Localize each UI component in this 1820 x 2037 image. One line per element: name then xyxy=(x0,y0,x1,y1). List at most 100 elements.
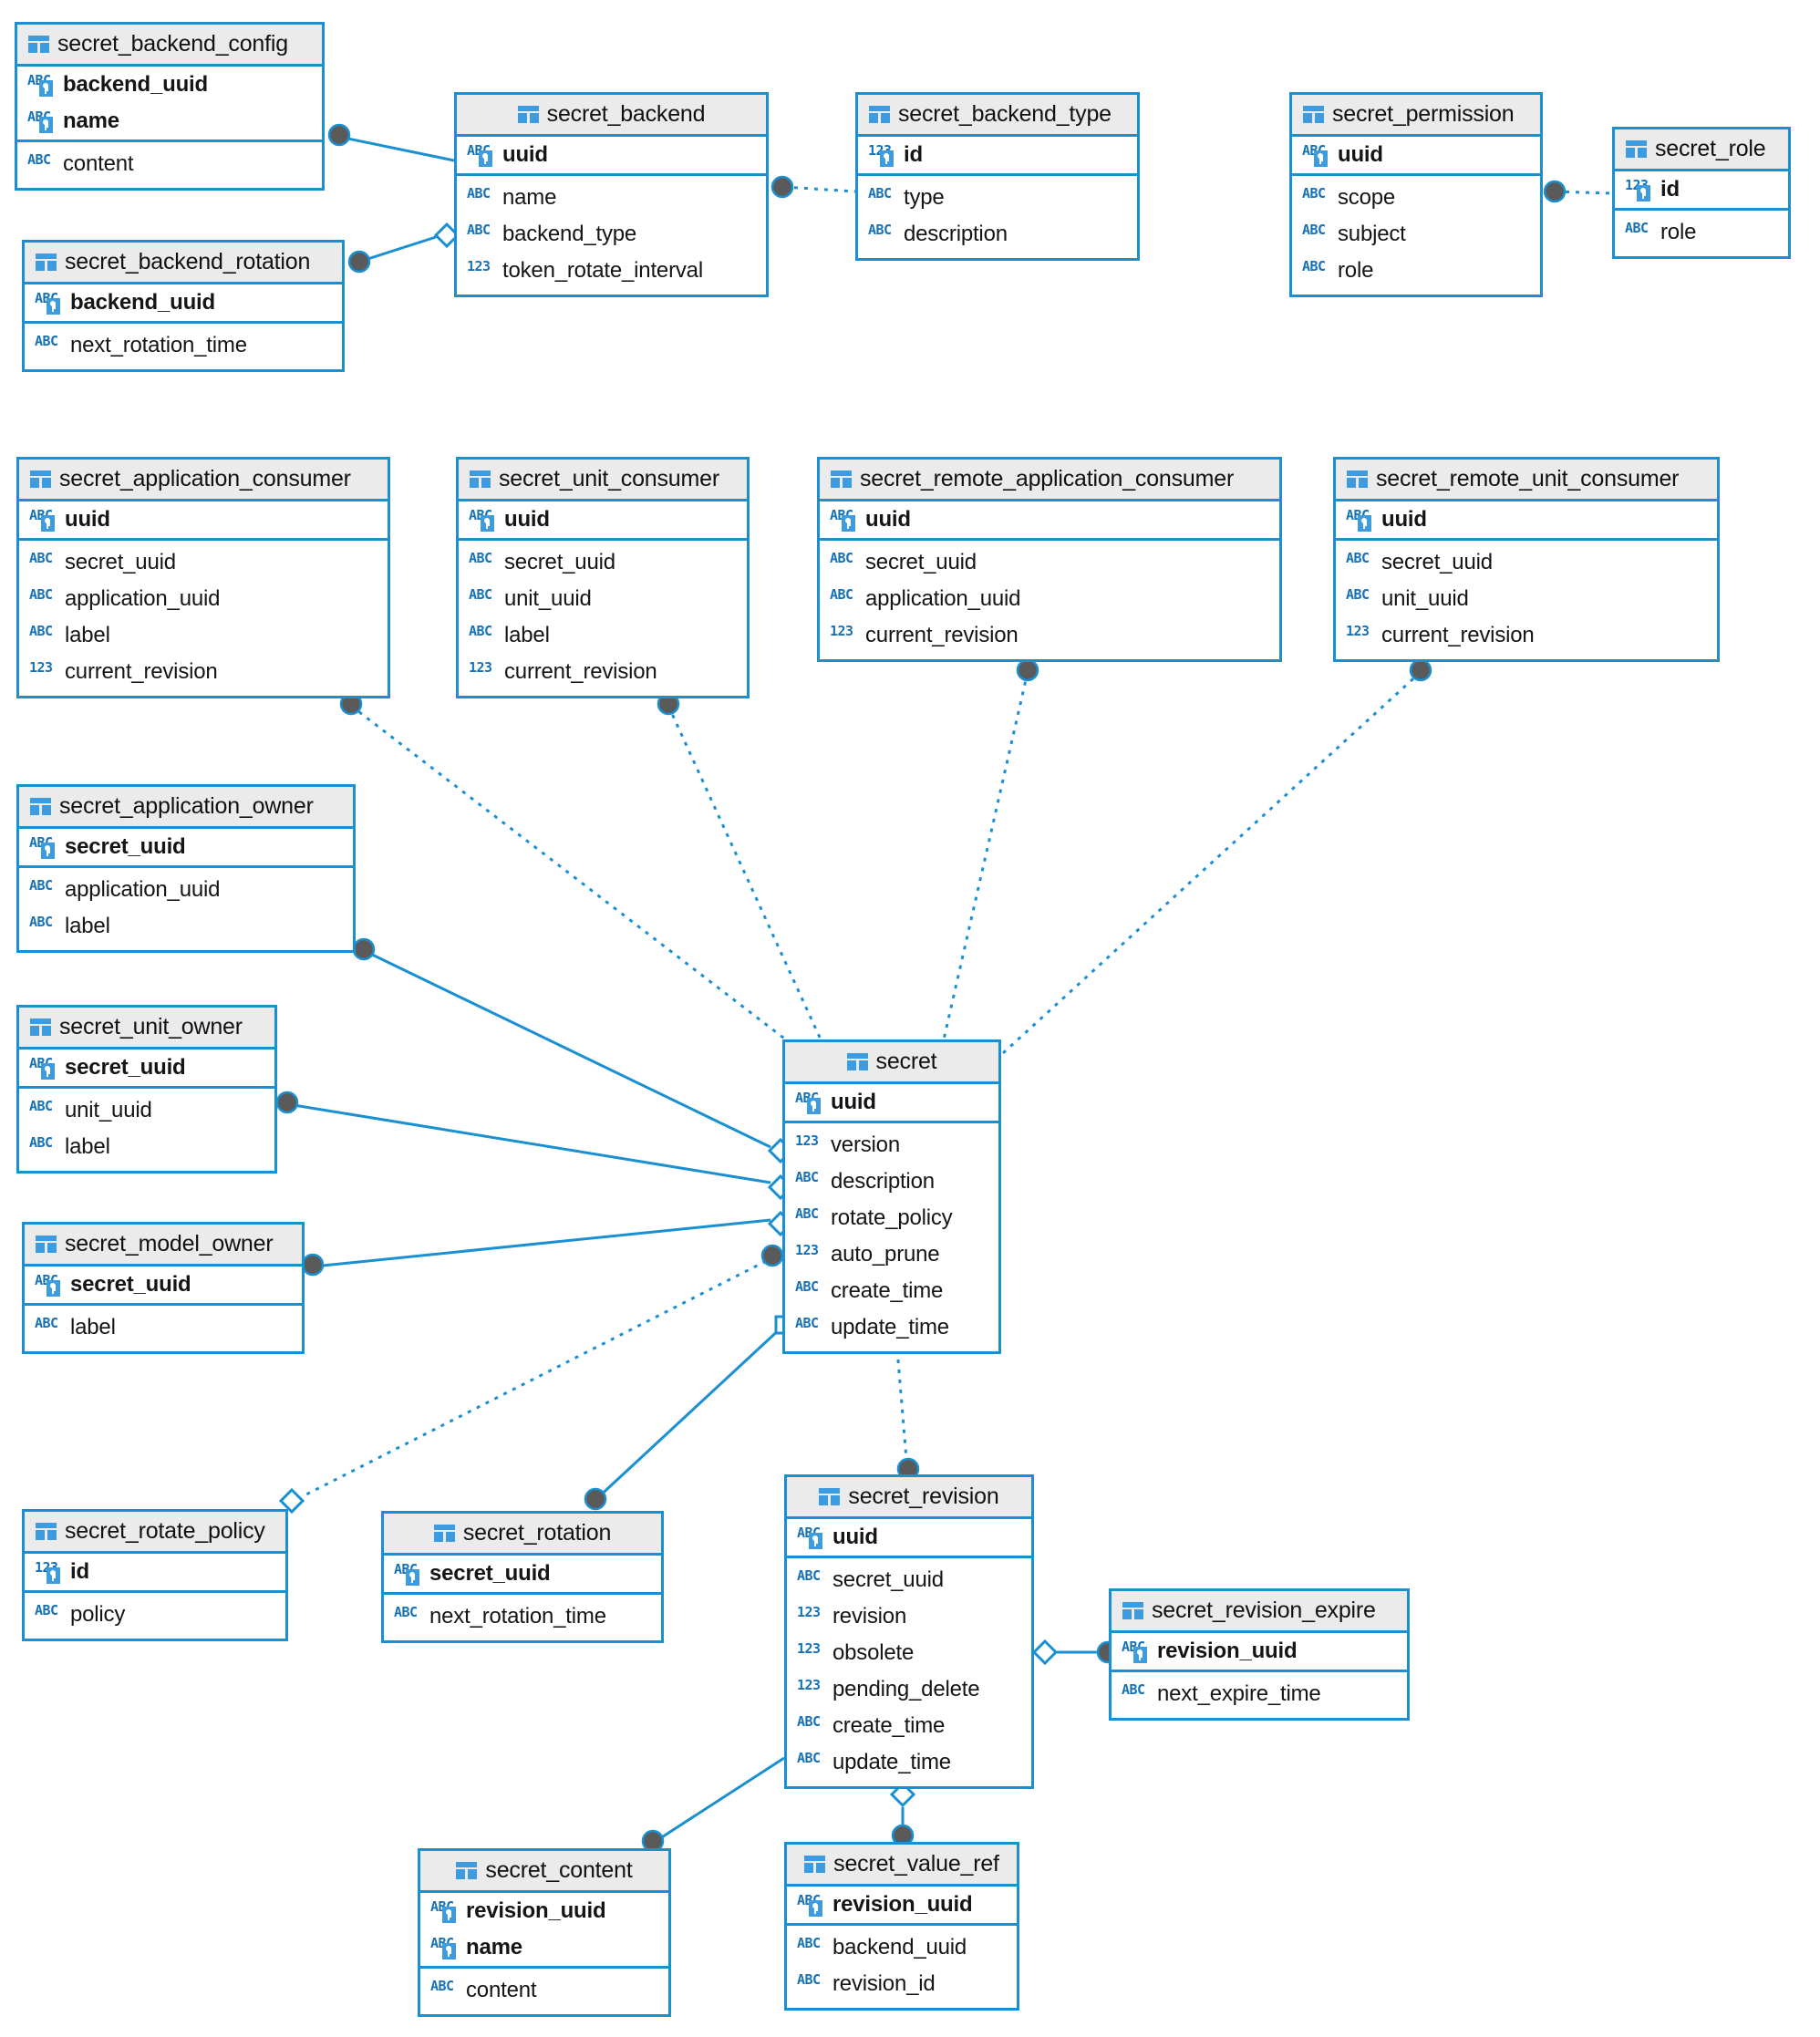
table-header[interactable]: secret_rotate_policy xyxy=(25,1512,285,1554)
table-header[interactable]: secret_content xyxy=(420,1851,668,1893)
table-header[interactable]: secret_backend_config xyxy=(17,25,322,67)
table-header[interactable]: secret xyxy=(785,1042,998,1084)
table-row-primary-key[interactable]: ABCuuid xyxy=(787,1519,1031,1556)
table-header[interactable]: secret_backend_rotation xyxy=(25,243,342,284)
entity-table-secret_permission[interactable]: secret_permissionABCuuidABCscopeABCsubje… xyxy=(1289,92,1543,297)
table-row-primary-key[interactable]: 123id xyxy=(1615,171,1788,208)
table-header[interactable]: secret_backend xyxy=(457,95,766,137)
entity-table-secret_value_ref[interactable]: secret_value_refABCrevision_uuidABCbacke… xyxy=(784,1842,1019,2011)
table-header[interactable]: secret_role xyxy=(1615,129,1788,171)
table-row-primary-key[interactable]: 123id xyxy=(858,137,1137,173)
table-header[interactable]: secret_unit_owner xyxy=(19,1008,274,1050)
table-row-primary-key[interactable]: ABCuuid xyxy=(1292,137,1540,173)
table-row-primary-key[interactable]: ABCuuid xyxy=(785,1084,998,1121)
table-header[interactable]: secret_backend_type xyxy=(858,95,1137,137)
table-header[interactable]: secret_model_owner xyxy=(25,1225,302,1267)
entity-table-secret_role[interactable]: secret_role123idABCrole xyxy=(1612,127,1791,259)
entity-table-secret_backend_config[interactable]: secret_backend_configABCbackend_uuidABCn… xyxy=(15,22,325,191)
table-row-primary-key[interactable]: ABCuuid xyxy=(19,501,388,538)
entity-table-secret_rotate_policy[interactable]: secret_rotate_policy123idABCpolicy xyxy=(22,1509,288,1641)
entity-table-secret_revision_expire[interactable]: secret_revision_expireABCrevision_uuidAB… xyxy=(1109,1588,1410,1721)
entity-table-secret_application_owner[interactable]: secret_application_ownerABCsecret_uuidAB… xyxy=(16,784,356,953)
table-header[interactable]: secret_application_owner xyxy=(19,787,353,829)
entity-table-secret_unit_consumer[interactable]: secret_unit_consumerABCuuidABCsecret_uui… xyxy=(456,457,750,698)
table-header[interactable]: secret_unit_consumer xyxy=(459,460,747,501)
table-row-primary-key[interactable]: ABCuuid xyxy=(820,501,1279,538)
table-header[interactable]: secret_application_consumer xyxy=(19,460,388,501)
entity-table-secret_backend_type[interactable]: secret_backend_type123idABCtypeABCdescri… xyxy=(855,92,1140,261)
table-header[interactable]: secret_remote_unit_consumer xyxy=(1336,460,1717,501)
table-row-primary-key[interactable]: ABCuuid xyxy=(459,501,747,538)
entity-table-secret_revision[interactable]: secret_revisionABCuuidABCsecret_uuid123r… xyxy=(784,1474,1034,1789)
table-header[interactable]: secret_revision xyxy=(787,1477,1031,1519)
entity-table-secret_backend_rotation[interactable]: secret_backend_rotationABCbackend_uuidAB… xyxy=(22,240,345,372)
table-row-primary-key[interactable]: ABCuuid xyxy=(457,137,766,173)
entity-table-secret_remote_application_consumer[interactable]: secret_remote_application_consumerABCuui… xyxy=(817,457,1282,662)
entity-table-secret_rotation[interactable]: secret_rotationABCsecret_uuidABCnext_rot… xyxy=(381,1511,664,1643)
table-header[interactable]: secret_permission xyxy=(1292,95,1540,137)
table-header[interactable]: secret_remote_application_consumer xyxy=(820,460,1279,501)
table-header[interactable]: secret_value_ref xyxy=(787,1845,1017,1887)
table-header[interactable]: secret_rotation xyxy=(384,1514,661,1556)
entity-table-secret_unit_owner[interactable]: secret_unit_ownerABCsecret_uuidABCunit_u… xyxy=(16,1005,277,1174)
table-row-primary-key[interactable]: 123id xyxy=(25,1554,285,1590)
entity-table-secret_content[interactable]: secret_contentABCrevision_uuidABCnameABC… xyxy=(418,1848,671,2017)
entity-table-secret[interactable]: secretABCuuid123versionABCdescriptionABC… xyxy=(782,1039,1001,1354)
entity-table-secret_backend[interactable]: secret_backendABCuuidABCnameABCbackend_t… xyxy=(454,92,769,297)
